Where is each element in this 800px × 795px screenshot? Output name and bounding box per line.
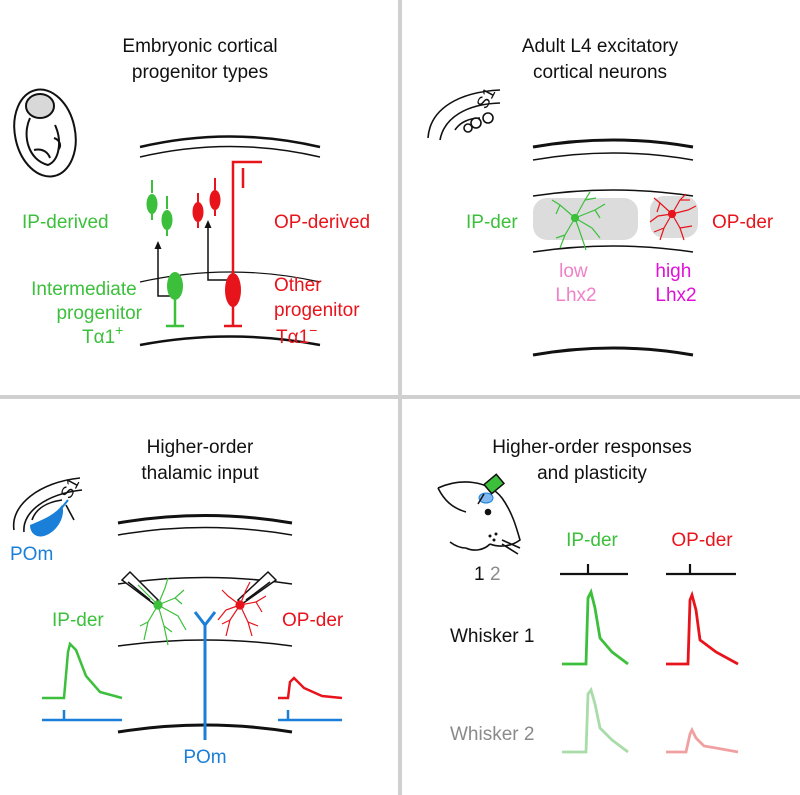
panel-title: Higher-order responses — [492, 437, 692, 458]
s1-label: S1 — [473, 85, 500, 112]
svz-line — [139, 271, 321, 283]
intermediate-progenitor-label: Intermediate progenitor — [31, 279, 143, 324]
ip-stim-trace — [42, 710, 122, 722]
op-epsp-trace — [278, 676, 343, 700]
panel-thalamic-input: Higher-order thalamic input S1 POm — [10, 437, 344, 768]
l4-top-line — [532, 189, 694, 197]
pia-line-outer — [139, 135, 321, 149]
high-lhx2-label: high Lhx2 — [655, 261, 696, 306]
whisker-pad-dots — [488, 532, 498, 542]
tal-minus-label: Tα1− — [276, 322, 317, 348]
low-lhx2-label: low Lhx2 — [555, 261, 596, 306]
pia-line-inner — [139, 145, 321, 158]
white-matter-line — [532, 346, 694, 357]
op-derived-neurons — [192, 178, 221, 228]
pia-line-inner — [532, 152, 694, 161]
ip-der-neuron — [137, 577, 187, 646]
panel-embryonic: Embryonic cortical progenitor types — [13, 36, 370, 348]
whisker-number-2: 2 — [490, 564, 501, 585]
ip-whisker1-trace — [562, 587, 629, 666]
barrel-zone-low — [533, 198, 638, 240]
tal-plus-label: Tα1+ — [82, 322, 123, 348]
pom-icon-label: POm — [10, 544, 53, 565]
other-progenitor-label: Other progenitor — [274, 275, 360, 321]
ip-der-label: IP-der — [566, 530, 618, 551]
panel-title: Higher-order — [147, 437, 254, 458]
ip-der-label: IP-der — [466, 212, 518, 233]
panel-subtitle: cortical neurons — [533, 62, 667, 83]
panel-adult-l4: Adult L4 excitatory cortical neurons S1 — [427, 36, 774, 357]
whisker-number-1: 1 — [474, 564, 485, 585]
whisker1-label: Whisker 1 — [450, 626, 534, 647]
ip-der-label: IP-der — [52, 610, 104, 631]
panel-subtitle: and plasticity — [537, 463, 647, 484]
ip-der-neuron — [551, 191, 606, 251]
op-stim-marker — [666, 564, 736, 576]
op-der-label: OP-der — [671, 530, 733, 551]
ip-derived-label: IP-derived — [22, 212, 109, 233]
pom-axon — [193, 611, 217, 740]
arrow-head-op — [204, 220, 212, 228]
panel-subtitle: thalamic input — [141, 463, 259, 484]
pom-axon-label: POm — [183, 747, 226, 768]
imaging-device-icon — [477, 473, 506, 505]
pom-nucleus-icon — [30, 505, 64, 537]
brain-slice-icon — [427, 89, 501, 141]
pia-line-outer — [532, 138, 694, 149]
ip-stim-marker — [560, 564, 628, 576]
arrow-head-ip — [154, 241, 162, 249]
ip-whisker2-trace — [562, 686, 629, 754]
ip-derived-neurons — [146, 180, 173, 236]
intermediate-progenitor-cell — [166, 272, 184, 328]
op-derived-label: OP-derived — [274, 212, 370, 233]
panel-subtitle: progenitor types — [132, 62, 268, 83]
op-der-neuron — [649, 193, 697, 241]
op-der-label: OP-der — [712, 212, 774, 233]
pom-projection-icon — [59, 499, 69, 511]
patch-pipette-right — [236, 570, 278, 605]
op-whisker2-trace — [666, 726, 739, 754]
l4-bottom-line — [532, 245, 694, 253]
brain-slice-pom-icon — [12, 477, 83, 533]
panel-responses-plasticity: Higher-order responses and plasticity 1 … — [437, 437, 739, 754]
op-whisker1-trace — [666, 590, 739, 666]
whisker2-label: Whisker 2 — [450, 724, 534, 745]
panel-title: Adult L4 excitatory — [522, 36, 679, 57]
embryo-icon — [13, 88, 77, 178]
op-der-neuron — [217, 581, 267, 637]
pia-line-outer — [117, 514, 293, 525]
ip-epsp-trace — [42, 641, 123, 700]
op-der-label: OP-der — [282, 610, 344, 631]
op-stim-trace — [278, 710, 342, 722]
other-progenitor-cell — [224, 160, 262, 328]
pia-line-inner — [117, 526, 293, 536]
lineage-arrows — [157, 226, 227, 297]
mouse-head-icon — [437, 481, 521, 555]
panel-title: Embryonic cortical — [122, 36, 277, 57]
ventricle-line — [139, 335, 321, 347]
